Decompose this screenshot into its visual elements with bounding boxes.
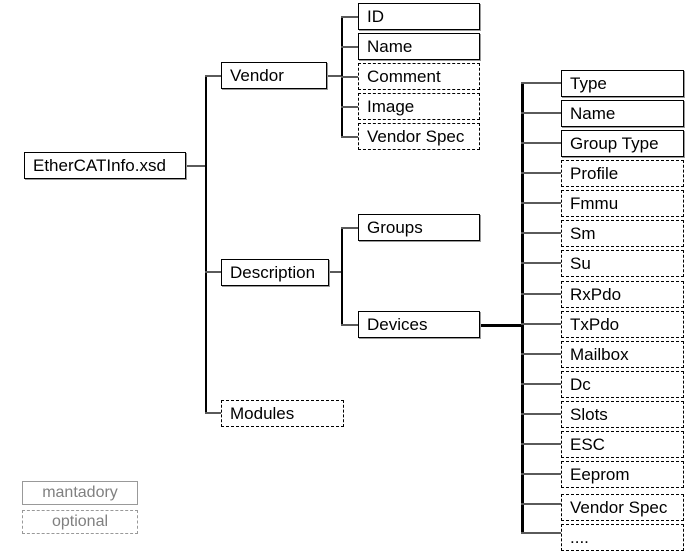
connector-device-child-2 [521, 142, 561, 144]
connector-level1-trunk [205, 75, 207, 413]
connector-vendor-child-2 [341, 76, 359, 78]
connector-vendor-child-4 [341, 136, 359, 138]
connector-root-stub [186, 165, 206, 167]
connector-device-child-13 [521, 473, 561, 475]
node-label: Su [570, 254, 591, 273]
connector-to-vendor [205, 75, 222, 77]
connector-vendor-child-0 [341, 16, 359, 18]
connector-device-child-1 [521, 112, 561, 114]
legend-mandatory: mantadory [22, 481, 138, 505]
connector-description-stub [329, 271, 342, 273]
connector-vendor-stub [327, 75, 342, 77]
node-device-mailbox[interactable]: Mailbox [561, 341, 684, 368]
node-label: Comment [367, 67, 441, 86]
node-vendor-image[interactable]: Image [358, 93, 480, 120]
node-label: Vendor Spec [367, 127, 465, 146]
node-label: Profile [570, 164, 619, 183]
connector-devices-stub [479, 324, 523, 327]
node-label: Slots [570, 405, 608, 424]
connector-device-child-0 [521, 82, 561, 84]
node-device-sm[interactable]: Sm [561, 220, 684, 247]
node-label: Mailbox [570, 345, 629, 364]
connector-to-groups [341, 227, 359, 229]
node-label: Modules [230, 404, 295, 423]
connector-device-child-14 [521, 503, 561, 505]
node-vendor-vendor-spec[interactable]: Vendor Spec [358, 123, 480, 150]
node-label: Image [367, 97, 415, 116]
connector-to-modules [205, 412, 222, 414]
node-label: ESC [570, 435, 605, 454]
node-label: .... [570, 528, 589, 547]
connector-device-child-3 [521, 172, 561, 174]
connector-device-child-9 [521, 353, 561, 355]
node-label: Group Type [570, 134, 659, 153]
node-label: Dc [570, 375, 591, 394]
node-device-slots[interactable]: Slots [561, 401, 684, 428]
node-label: Groups [367, 218, 423, 237]
connector-device-child-5 [521, 232, 561, 234]
node-device-type[interactable]: Type [561, 70, 684, 97]
node-label: Name [570, 104, 616, 123]
connector-devices-trunk [521, 82, 524, 532]
legend-optional: optional [22, 510, 138, 534]
connector-to-description [205, 271, 222, 273]
node-device-vendor-spec[interactable]: Vendor Spec [561, 494, 684, 521]
node-device-dc[interactable]: Dc [561, 371, 684, 398]
node-description[interactable]: Description [221, 259, 329, 286]
connector-to-devices [341, 324, 359, 326]
connector-device-child-12 [521, 443, 561, 445]
node-vendor-id[interactable]: ID [358, 3, 480, 30]
node-device-esc[interactable]: ESC [561, 431, 684, 458]
node-label: Sm [570, 224, 596, 243]
node-label: TxPdo [570, 315, 620, 334]
node-label: Description [230, 263, 316, 282]
node-device-txpdo[interactable]: TxPdo [561, 311, 684, 338]
node-vendor-comment[interactable]: Comment [358, 63, 480, 90]
connector-device-child-8 [521, 323, 561, 325]
node-label: RxPdo [570, 285, 622, 304]
node-device-su[interactable]: Su [561, 250, 684, 277]
node-device-more[interactable]: .... [561, 524, 684, 551]
node-devices[interactable]: Devices [358, 311, 480, 338]
node-device-rxpdo[interactable]: RxPdo [561, 281, 684, 308]
node-label: Vendor [230, 66, 284, 85]
connector-device-child-10 [521, 383, 561, 385]
node-label: ID [367, 7, 384, 26]
node-root-ethercatinfo-xsd[interactable]: EtherCATInfo.xsd [24, 152, 186, 179]
node-device-group-type[interactable]: Group Type [561, 130, 684, 157]
connector-vendor-child-3 [341, 106, 359, 108]
node-label: Eeprom [570, 465, 630, 484]
legend-label: mantadory [42, 484, 118, 501]
connector-vendor-child-1 [341, 46, 359, 48]
node-label: Name [367, 37, 413, 56]
node-label: EtherCATInfo.xsd [33, 156, 166, 175]
connector-device-child-6 [521, 262, 561, 264]
node-device-fmmu[interactable]: Fmmu [561, 190, 684, 217]
node-label: Fmmu [570, 194, 619, 213]
node-groups[interactable]: Groups [358, 214, 480, 241]
connector-device-child-4 [521, 202, 561, 204]
node-device-eeprom[interactable]: Eeprom [561, 461, 684, 488]
node-device-profile[interactable]: Profile [561, 160, 684, 187]
node-vendor-name[interactable]: Name [358, 33, 480, 60]
node-label: Type [570, 74, 607, 93]
node-label: Devices [367, 315, 428, 334]
connector-device-child-7 [521, 293, 561, 295]
node-label: Vendor Spec [570, 498, 668, 517]
legend-label: optional [51, 513, 109, 530]
node-modules[interactable]: Modules [221, 400, 344, 427]
connector-description-trunk [341, 227, 343, 325]
node-device-name[interactable]: Name [561, 100, 684, 127]
connector-device-child-15 [521, 532, 561, 534]
node-vendor[interactable]: Vendor [221, 62, 327, 89]
connector-device-child-11 [521, 413, 561, 415]
